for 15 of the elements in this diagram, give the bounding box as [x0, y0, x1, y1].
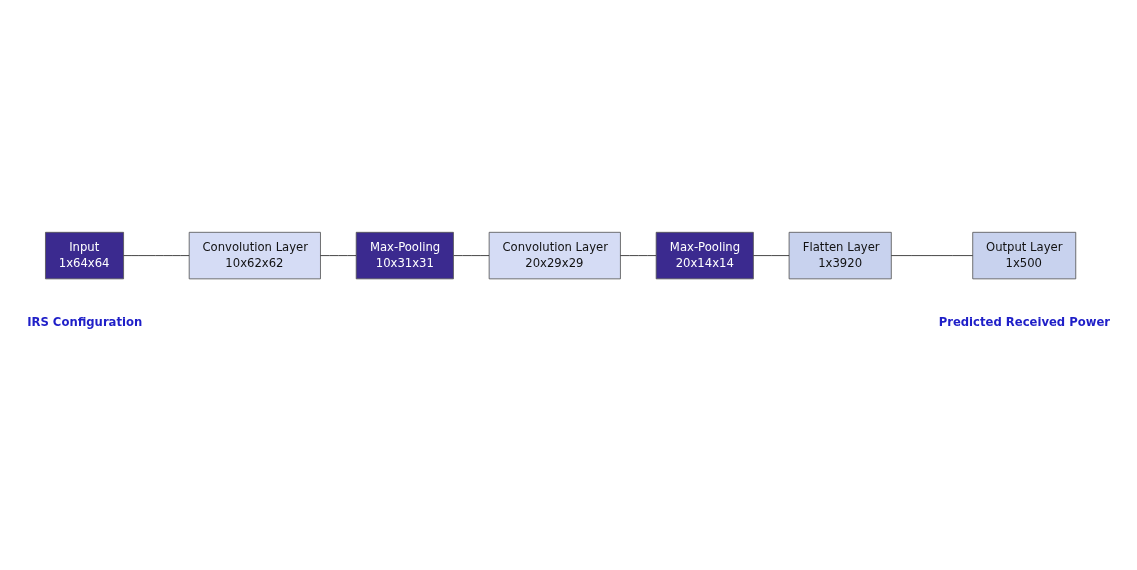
connector — [123, 254, 190, 256]
node-box: Output Layer 1x500 — [972, 231, 1077, 279]
connector — [620, 254, 657, 256]
connector — [890, 254, 974, 256]
connector — [753, 254, 790, 256]
node-box: Flatten Layer 1x3920 — [788, 231, 892, 279]
node-label: IRS Configuration — [27, 314, 143, 329]
node-box: Convolution Layer 20x29x29 — [488, 231, 621, 279]
node-box: Max-Pooling 10x31x31 — [355, 231, 454, 279]
connector — [320, 254, 357, 256]
node-label: Predicted Received Power — [938, 314, 1111, 329]
connector — [453, 254, 490, 256]
node-box: Max-Pooling 20x14x14 — [655, 231, 754, 279]
node-box: Convolution Layer 10x62x62 — [188, 231, 321, 279]
node-box: Input 1x64x64 — [45, 231, 124, 279]
